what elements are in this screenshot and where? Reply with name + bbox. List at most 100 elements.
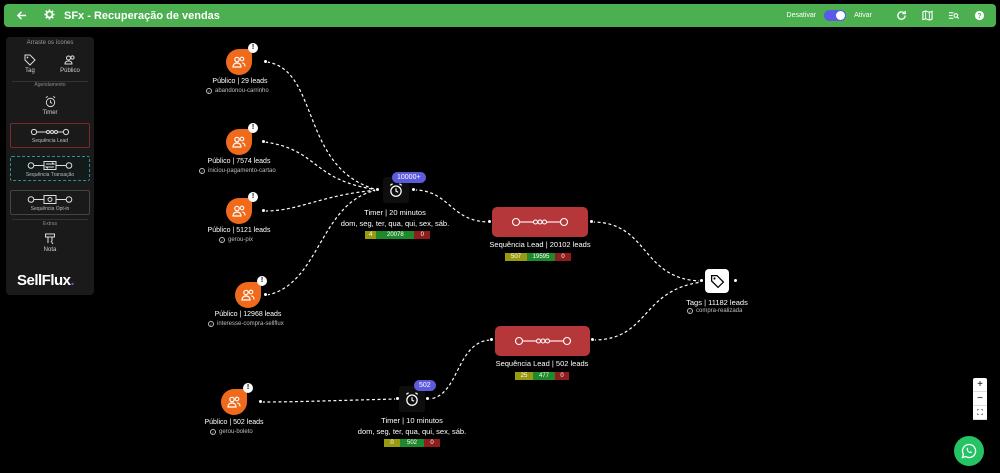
- optin-sequence-icon: [27, 195, 73, 204]
- palette-item-publico[interactable]: Público: [56, 54, 84, 74]
- edge: [261, 398, 399, 403]
- stat-failed: 0: [555, 253, 571, 261]
- fit-view-button[interactable]: ⛶: [973, 406, 987, 420]
- publico-tag-text: interesse-compra-sellflux: [217, 321, 284, 327]
- timer-days: dom, seg, ter, qua, qui, sex, sáb.: [357, 427, 467, 436]
- palette-item-sequencia-transacao[interactable]: Sequência Transação: [10, 156, 90, 181]
- map-icon[interactable]: [920, 9, 934, 23]
- stat-pending: 25: [515, 372, 533, 380]
- logo-text: SellFlux: [17, 272, 71, 289]
- output-handle[interactable]: [261, 208, 266, 213]
- sidebar-heading: Arraste os ícones: [26, 40, 74, 46]
- info-badge: !: [248, 43, 258, 53]
- palette-item-label: Timer: [42, 110, 58, 116]
- tags-title: Tags | 11182 leads: [686, 298, 748, 307]
- transaction-sequence-icon: [27, 161, 73, 170]
- timer-stats: 4 20078 0: [365, 231, 431, 239]
- info-badge: !: [248, 192, 258, 202]
- output-handle[interactable]: [263, 292, 268, 297]
- output-handle[interactable]: [425, 396, 430, 401]
- palette-item-label: Sequência Opt-in: [30, 206, 70, 212]
- tag-icon: [24, 54, 36, 66]
- edge: [264, 141, 379, 191]
- stat-processed: 502: [400, 439, 424, 447]
- palette-item-tag[interactable]: Tag: [20, 54, 40, 74]
- input-handle[interactable]: [375, 187, 380, 192]
- stat-failed: 0: [424, 439, 440, 447]
- users-icon: [235, 282, 261, 308]
- sequence-stats: 25 477 0: [515, 372, 569, 380]
- alarm-clock-icon: [45, 96, 55, 108]
- timer-title: Timer | 10 minutos: [381, 416, 443, 425]
- edge: [426, 339, 493, 400]
- refresh-icon[interactable]: [894, 9, 908, 23]
- edge: [266, 61, 379, 191]
- publico-title: Público | 7574 leads: [207, 158, 271, 165]
- gear-icon[interactable]: [42, 8, 56, 23]
- palette-item-label: Nota: [43, 247, 57, 253]
- tags-tag: ✓compra-realizada: [687, 308, 742, 314]
- users-icon: [64, 55, 75, 65]
- users-icon: [221, 389, 247, 415]
- users-icon: [226, 129, 252, 155]
- zoom-out-button[interactable]: −: [973, 392, 987, 406]
- output-handle[interactable]: [263, 59, 268, 64]
- note-icon: [45, 233, 55, 245]
- palette-item-label: Sequência Transação: [25, 172, 75, 178]
- publico-tag: ✓gerou-boleto: [210, 429, 253, 435]
- timer-title: Timer | 20 minutos: [364, 208, 426, 217]
- lead-count-badge: 502: [414, 380, 436, 391]
- sequence-icon: [495, 326, 590, 356]
- publico-title: Público | 502 leads: [204, 419, 264, 426]
- palette-item-sequencia-optin[interactable]: Sequência Opt-in: [10, 190, 90, 215]
- zoom-in-button[interactable]: +: [973, 378, 987, 392]
- output-handle[interactable]: [733, 278, 738, 283]
- tag-icon: [705, 269, 729, 293]
- divider: [12, 219, 88, 220]
- publico-tag: ✓abandonou-carrinho: [206, 88, 269, 94]
- palette-item-nota[interactable]: Nota: [6, 233, 94, 253]
- section-scheduling-label: Agendamento: [34, 82, 66, 88]
- palette-item-label: Público: [60, 68, 80, 74]
- publico-tag: ✓interesse-compra-sellflux: [208, 321, 284, 327]
- palette-item-label: Tag: [25, 68, 35, 74]
- output-handle[interactable]: [261, 139, 266, 144]
- palette-item-sequencia-lead[interactable]: Sequência Lead: [10, 123, 90, 148]
- edge: [413, 189, 491, 223]
- tags-tag-text: compra-realizada: [696, 308, 743, 314]
- publico-tag: ✓iniciou-pagamento-cartao: [199, 168, 276, 174]
- sequence-icon: [30, 128, 70, 136]
- whatsapp-icon: [961, 443, 977, 459]
- palette-item-label: Sequência Lead: [31, 138, 69, 144]
- output-handle[interactable]: [411, 187, 416, 192]
- check-circle-icon: ✓: [206, 88, 212, 94]
- output-handle[interactable]: [258, 399, 263, 404]
- page-title: SFx - Recuperação de vendas: [64, 9, 220, 22]
- output-handle[interactable]: [590, 337, 595, 342]
- info-badge: !: [257, 276, 267, 286]
- search-list-icon[interactable]: [946, 9, 960, 23]
- output-handle[interactable]: [589, 219, 594, 224]
- input-handle[interactable]: [699, 278, 704, 283]
- publico-tag-text: gerou-boleto: [219, 429, 253, 435]
- sequence-icon: [492, 207, 588, 237]
- publico-tag-text: abandonou-carrinho: [215, 88, 269, 94]
- header-actions: Desativar Ativar ?: [787, 9, 986, 23]
- back-arrow-icon[interactable]: [12, 7, 30, 25]
- activate-label: Ativar: [854, 12, 872, 19]
- active-toggle[interactable]: [824, 10, 847, 21]
- palette-item-timer[interactable]: Timer: [6, 95, 94, 116]
- help-icon[interactable]: ?: [972, 9, 986, 23]
- stat-failed: 0: [555, 372, 569, 380]
- whatsapp-button[interactable]: [954, 436, 984, 466]
- stat-pending: 0: [384, 439, 400, 447]
- publico-title: Público | 5121 leads: [207, 227, 271, 234]
- stat-processed: 20078: [376, 231, 415, 239]
- deactivate-label: Desativar: [786, 12, 817, 19]
- users-icon: [226, 49, 252, 75]
- edge: [266, 189, 379, 296]
- svg-text:?: ?: [977, 13, 981, 20]
- input-handle[interactable]: [489, 337, 494, 342]
- input-handle[interactable]: [487, 219, 492, 224]
